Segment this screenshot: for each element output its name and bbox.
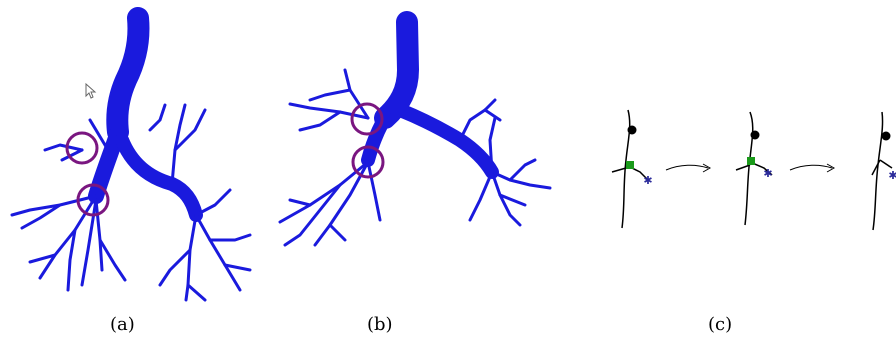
blue-star-marker: ✱ bbox=[763, 167, 772, 180]
caption-c: (c) bbox=[708, 314, 732, 335]
branch-point-marker bbox=[628, 126, 637, 135]
panel-b-airway-tree bbox=[280, 22, 550, 245]
blue-star-marker: ✱ bbox=[643, 174, 652, 187]
panel-c-step-2: ✱ bbox=[736, 112, 773, 225]
green-square-marker bbox=[747, 157, 755, 165]
arrow-2 bbox=[790, 165, 832, 170]
branch-point-marker bbox=[882, 132, 891, 141]
panel-b-right-branches bbox=[460, 100, 550, 225]
caption-b: (b) bbox=[367, 314, 393, 335]
panel-a-right-branches bbox=[150, 105, 250, 300]
panel-a-trachea bbox=[117, 18, 138, 132]
panel-a-right-bronchus bbox=[122, 140, 196, 215]
panel-b-right-bronchus bbox=[400, 110, 492, 172]
branch-point-marker bbox=[751, 131, 760, 140]
panel-c-step-1: ✱ bbox=[612, 110, 653, 228]
arrow-1 bbox=[666, 165, 708, 170]
caption-a: (a) bbox=[110, 314, 135, 335]
panel-b-trachea bbox=[385, 22, 408, 118]
blue-star-marker: ✱ bbox=[888, 169, 896, 182]
panel-c-sequence: ✱ ✱ ✱ bbox=[612, 110, 896, 230]
green-square-marker bbox=[626, 161, 634, 169]
panel-a-airway-tree bbox=[12, 18, 250, 300]
panel-c-step-3: ✱ bbox=[872, 112, 896, 230]
cursor-pointer-icon bbox=[86, 84, 95, 98]
